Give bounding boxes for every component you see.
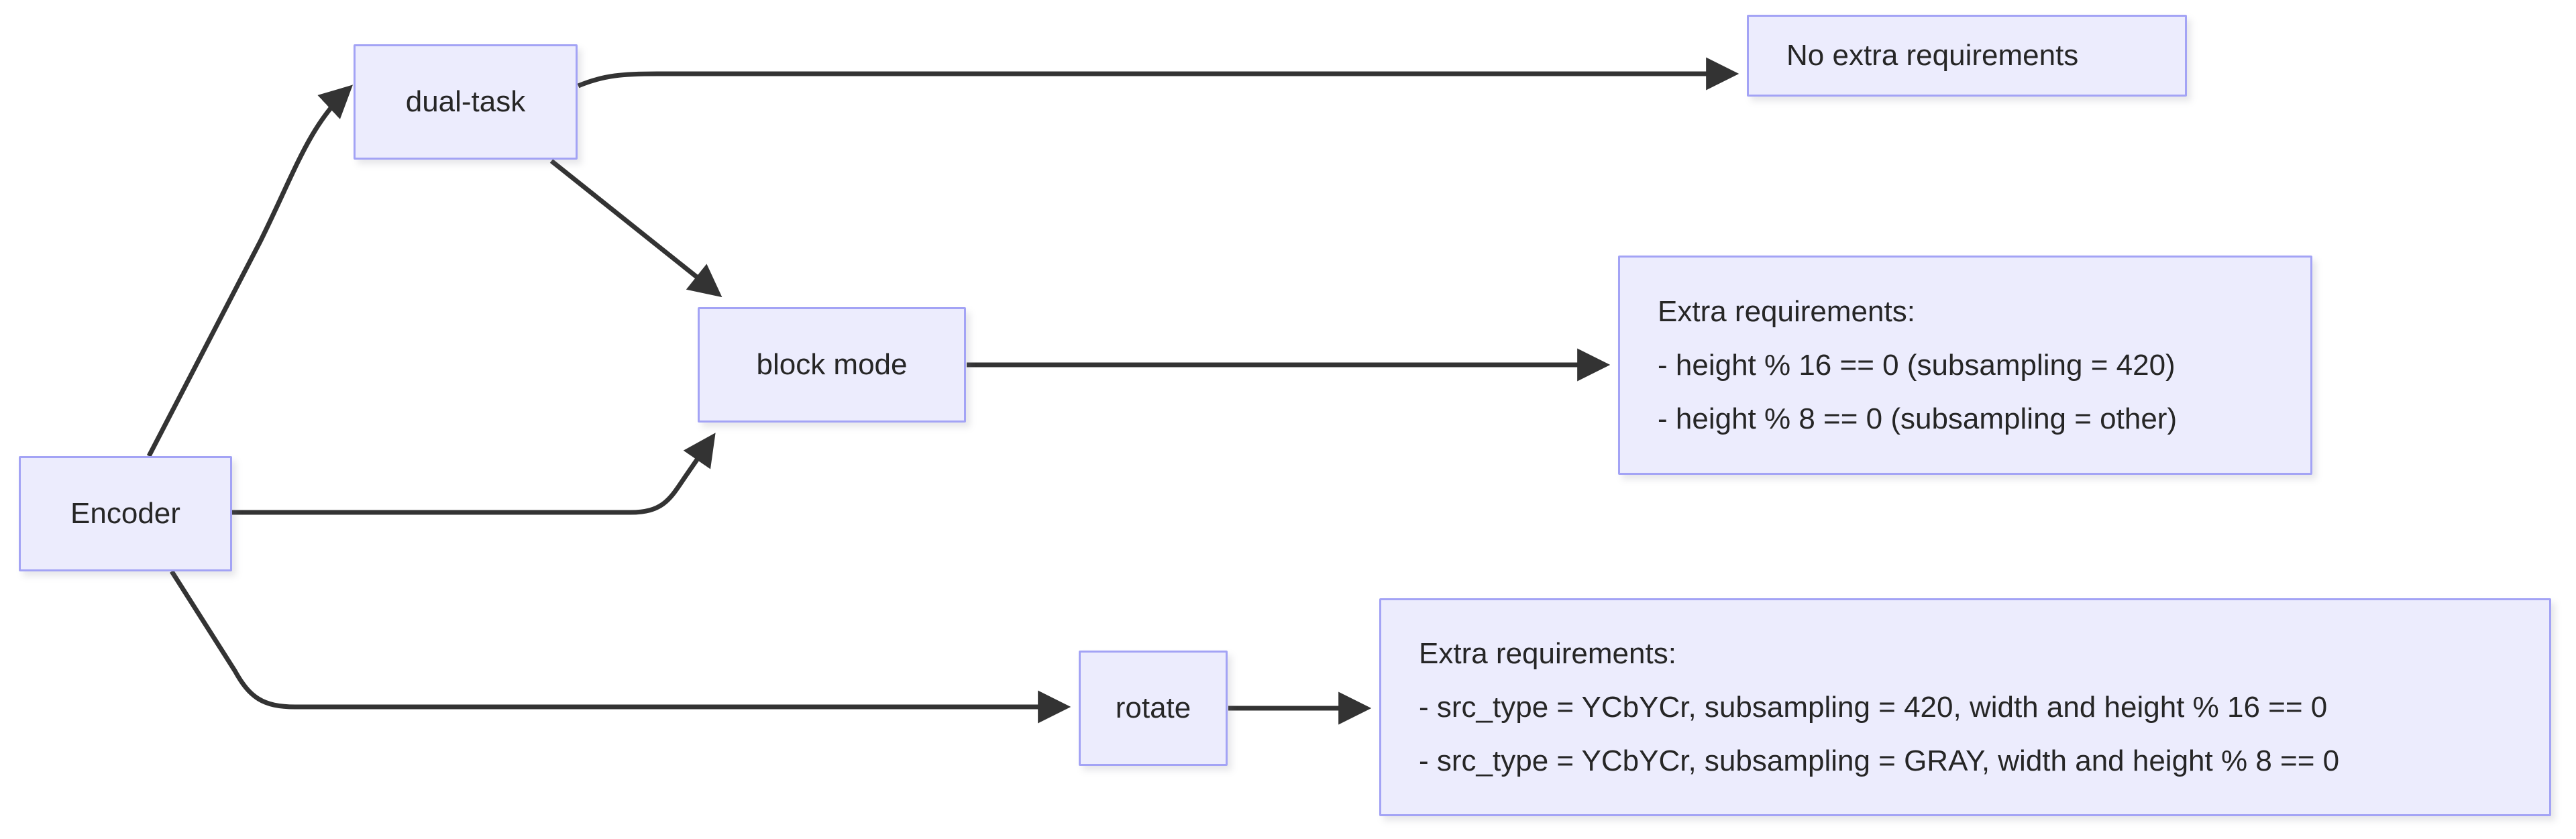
node-encoder-label: Encoder	[70, 496, 180, 530]
node-extra-requirements-rotate[interactable]: Extra requirements: - src_type = YCbYCr,…	[1379, 598, 2551, 816]
node-no-extra-requirements-label: No extra requirements	[1786, 38, 2079, 72]
node-block-mode-label: block mode	[756, 347, 908, 381]
edge-encoder-to-dual-task	[146, 85, 353, 457]
node-no-extra-requirements[interactable]: No extra requirements	[1747, 15, 2187, 97]
node-block-mode[interactable]: block mode	[698, 307, 966, 423]
edge-dual-task-to-block-mode	[549, 159, 722, 298]
extra-requirements-block-line-3: - height % 8 == 0 (subsampling = other)	[1658, 402, 2178, 435]
node-dual-task-label: dual-task	[405, 85, 526, 118]
extra-requirements-block-line-1: Extra requirements:	[1658, 294, 1915, 328]
node-encoder[interactable]: Encoder	[19, 456, 232, 571]
extra-requirements-rotate-line-3: - src_type = YCbYCr, subsampling = GRAY,…	[1419, 744, 2340, 777]
extra-requirements-rotate-line-2: - src_type = YCbYCr, subsampling = 420, …	[1419, 690, 2328, 724]
extra-requirements-rotate-line-1: Extra requirements:	[1419, 636, 1676, 670]
edge-dual-task-to-no-extra	[577, 57, 1739, 91]
extra-requirements-block-line-2: - height % 16 == 0 (subsampling = 420)	[1658, 348, 2176, 382]
node-dual-task[interactable]: dual-task	[354, 44, 578, 160]
node-extra-requirements-block-mode[interactable]: Extra requirements: - height % 16 == 0 (…	[1618, 256, 2312, 475]
edge-encoder-to-rotate	[170, 570, 1071, 724]
node-rotate[interactable]: rotate	[1079, 651, 1228, 766]
edge-encoder-to-block-mode	[232, 433, 716, 515]
node-rotate-label: rotate	[1115, 691, 1191, 724]
